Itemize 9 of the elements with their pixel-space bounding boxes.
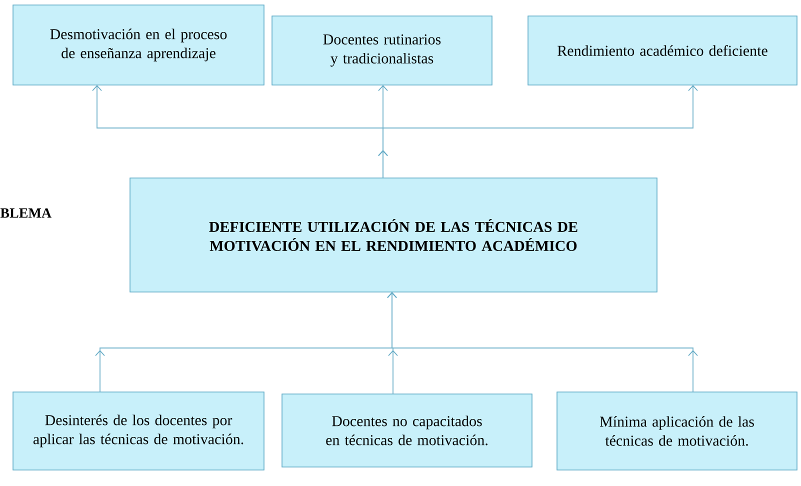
cause-effect-box: Rendimiento académico deficiente: [528, 16, 798, 86]
problem-box: DEFICIENTE UTILIZACIÓN DE LAS TÉCNICAS DE MOTIVACIÓN EN EL RENDIMIENTO ACADÉMICO: [130, 178, 658, 292]
cause-effect-box: Desmotivación en el proceso de enseñanza aprendizaje: [12, 4, 264, 86]
arrow: [387, 292, 698, 392]
cause-effect-box: Docentes rutinarios y tradicionalistas: [272, 16, 492, 86]
cause-effect-box: Docentes no capacitados en técnicas de motivación.: [282, 394, 532, 468]
cause-effect-box: Mínima aplicación de las técnicas de motivación.: [556, 392, 798, 470]
side-label: BLEMA: [0, 208, 52, 218]
cause-effect-box: Desinterés de los docentes por aplicar las técnicas de motivación.: [12, 392, 264, 470]
